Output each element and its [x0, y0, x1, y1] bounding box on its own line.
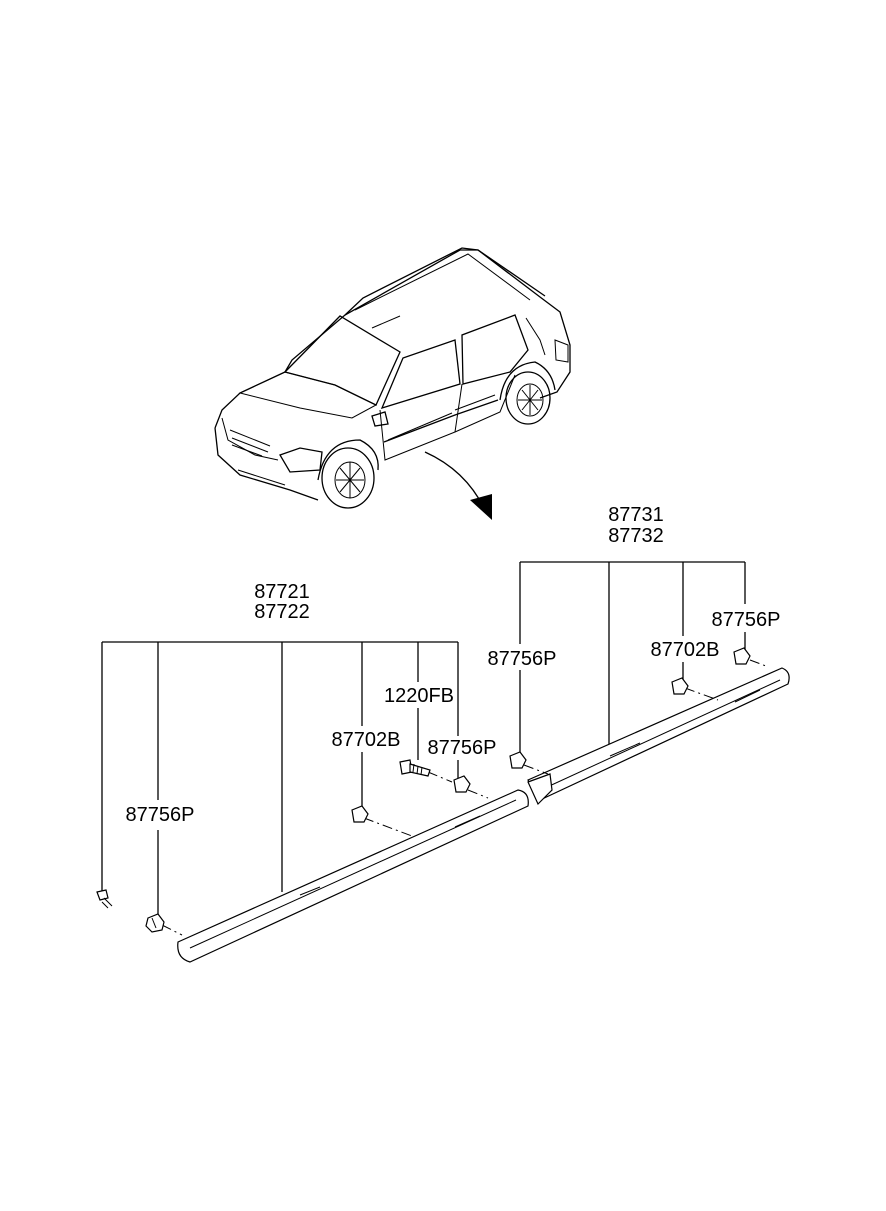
- rear-clip-left-dash: [523, 764, 549, 775]
- front-clip-b-label: 87702B: [332, 729, 401, 751]
- front-bolt-dash: [427, 771, 453, 783]
- front-clip-right-label: 87756P: [428, 737, 497, 759]
- rear-clip-b-label: 87702B: [651, 639, 720, 661]
- front-leader-lines: [101, 641, 459, 918]
- rear-clip-b-dash: [684, 687, 719, 701]
- front-clip-right-dash: [467, 789, 489, 799]
- front-door-moulding: [177, 789, 529, 963]
- vehicle-illustration: [214, 247, 571, 509]
- clip-icon: [509, 751, 527, 769]
- rear-clip-right-label: 87756P: [712, 609, 781, 631]
- curved-pointer-arrow-icon: [424, 451, 492, 520]
- rear-group-part-number-2: 87732: [608, 525, 664, 547]
- rear-clip-left-label: 87756P: [488, 648, 557, 670]
- front-clip-b-dash: [363, 817, 413, 837]
- clip-icon: [671, 677, 689, 695]
- clip-icon: [351, 805, 369, 823]
- rear-door-moulding: [527, 667, 790, 806]
- clip-icon: [453, 775, 471, 793]
- rear-clip-right-dash: [749, 659, 767, 667]
- clip-icon: [145, 913, 165, 933]
- front-group-part-number-1: 87721: [254, 581, 310, 603]
- screw-icon: [96, 889, 113, 909]
- front-clip-left-dash: [161, 924, 183, 936]
- clip-icon: [733, 647, 751, 665]
- front-bolt-label: 1220FB: [384, 685, 454, 707]
- rear-group-part-number-1: 87731: [608, 504, 664, 526]
- bolt-icon: [399, 759, 431, 777]
- front-clip-left-label: 87756P: [126, 804, 195, 826]
- front-group-part-number-2: 87722: [254, 601, 310, 623]
